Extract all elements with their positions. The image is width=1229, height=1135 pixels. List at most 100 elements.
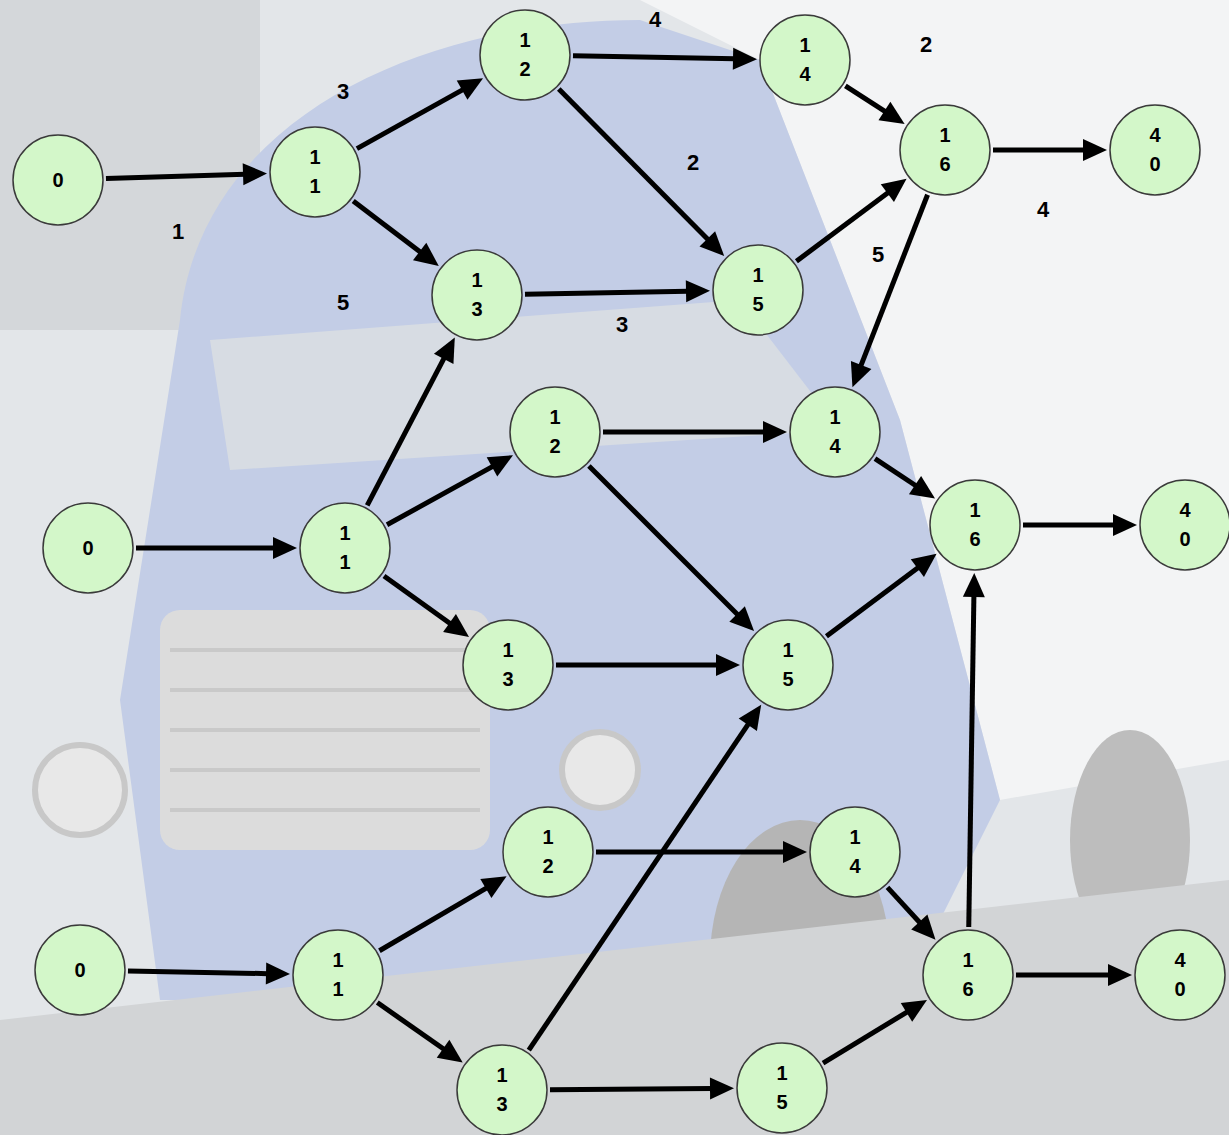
activity-arrow — [387, 455, 513, 525]
event-number: 40 — [1148, 121, 1162, 179]
activity-arrow — [573, 48, 757, 70]
event-number: 0 — [73, 956, 87, 985]
activity-arrow — [596, 841, 807, 863]
duration-label: 4 — [649, 9, 661, 31]
node-circle — [456, 1044, 548, 1135]
truck-cab — [120, 20, 1000, 1000]
activity-arrow — [353, 201, 439, 266]
event-number: 13 — [501, 636, 515, 694]
event-node: 16 — [929, 479, 1021, 571]
event-node: 40 — [1134, 929, 1226, 1021]
event-number: 12 — [518, 26, 532, 84]
event-number: 16 — [938, 121, 952, 179]
event-number: 13 — [495, 1061, 509, 1119]
activity-arrow — [845, 86, 904, 124]
activity-arrow — [1016, 964, 1132, 986]
node-circle — [899, 104, 991, 196]
headlight — [35, 745, 125, 835]
grille — [160, 610, 490, 850]
duration-label: 4 — [1037, 199, 1049, 221]
event-number: 15 — [781, 636, 795, 694]
event-node: 16 — [922, 929, 1014, 1021]
node-circle — [1139, 479, 1229, 571]
duration-label: 3 — [337, 81, 349, 103]
event-node: 0 — [12, 134, 104, 226]
event-number: 15 — [775, 1059, 789, 1117]
node-circle — [1134, 929, 1226, 1021]
node-circle — [292, 929, 384, 1021]
activity-arrow — [589, 466, 754, 631]
event-node: 15 — [736, 1042, 828, 1134]
duration-label: 2 — [687, 152, 699, 174]
event-number: 15 — [751, 261, 765, 319]
node-circle — [712, 244, 804, 336]
activity-arrow — [379, 876, 506, 950]
duration-label: 1 — [172, 221, 184, 243]
event-number: 13 — [470, 266, 484, 324]
event-number: 14 — [848, 823, 862, 881]
activity-arrow — [851, 195, 928, 388]
event-node: 11 — [292, 929, 384, 1021]
activity-arrow — [887, 887, 935, 939]
activity-arrow — [875, 459, 935, 499]
event-node: 13 — [462, 619, 554, 711]
event-node: 40 — [1139, 479, 1229, 571]
activity-arrow — [357, 78, 483, 148]
activity-arrow — [556, 654, 740, 676]
event-node: 14 — [789, 386, 881, 478]
activity-arrow — [525, 280, 710, 302]
node-circle — [742, 619, 834, 711]
activity-arrow — [1023, 514, 1137, 536]
activity-arrow — [796, 179, 906, 261]
event-number: 0 — [81, 534, 95, 563]
event-number: 11 — [308, 143, 322, 201]
activity-arrow — [377, 1003, 462, 1063]
activity-arrow — [603, 421, 787, 443]
activity-arrow — [550, 1078, 734, 1100]
duration-label: 3 — [616, 314, 628, 336]
activity-arrow — [963, 573, 985, 927]
node-circle — [502, 806, 594, 898]
event-number: 11 — [331, 946, 345, 1004]
event-node: 14 — [809, 806, 901, 898]
node-circle — [922, 929, 1014, 1021]
event-node: 11 — [269, 126, 361, 218]
event-node: 15 — [742, 619, 834, 711]
event-node: 0 — [42, 502, 134, 594]
event-number: 12 — [548, 403, 562, 461]
event-node: 12 — [479, 9, 571, 101]
event-node: 12 — [509, 386, 601, 478]
node-circle — [736, 1042, 828, 1134]
event-node: 40 — [1109, 104, 1201, 196]
node-circle — [759, 14, 851, 106]
node-circle — [479, 9, 571, 101]
duration-label: 5 — [337, 292, 349, 314]
duration-label: 5 — [872, 244, 884, 266]
event-node: 15 — [712, 244, 804, 336]
grille-bars — [170, 650, 480, 810]
event-number: 14 — [828, 403, 842, 461]
activity-arrow — [993, 139, 1107, 161]
event-number: 0 — [51, 166, 65, 195]
event-node: 0 — [34, 924, 126, 1016]
event-number: 14 — [798, 31, 812, 89]
activity-arrow — [384, 576, 469, 637]
activity-arrow — [559, 89, 724, 256]
event-node: 13 — [456, 1044, 548, 1135]
activity-arrow — [128, 963, 290, 985]
headlight — [562, 732, 638, 808]
node-circle — [509, 386, 601, 478]
node-circle — [809, 806, 901, 898]
event-number: 40 — [1178, 496, 1192, 554]
node-circle — [789, 386, 881, 478]
node-circle — [462, 619, 554, 711]
event-node: 12 — [502, 806, 594, 898]
event-number: 16 — [961, 946, 975, 1004]
node-circle — [431, 249, 523, 341]
duration-label: 2 — [920, 34, 932, 56]
event-number: 11 — [338, 519, 352, 577]
event-node: 16 — [899, 104, 991, 196]
node-circle — [299, 502, 391, 594]
